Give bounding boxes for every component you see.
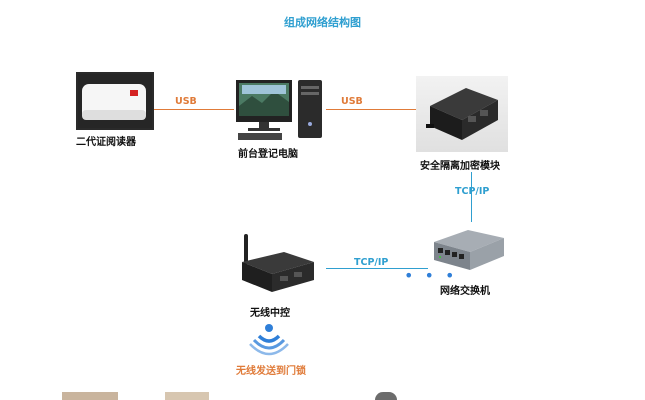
switch-photo xyxy=(428,222,508,278)
usb-label-reader-pc: USB xyxy=(175,96,197,107)
link-dots: • • • xyxy=(404,266,458,285)
id-card-reader-icon xyxy=(78,74,152,128)
desktop-computer-icon xyxy=(236,80,322,140)
id-card-reader-label: 二代证阅读器 xyxy=(76,137,136,148)
tcp-link-controller-switch xyxy=(326,268,428,269)
wifi-icon xyxy=(249,324,289,356)
tcp-link-gateway-switch xyxy=(471,172,472,222)
door-lock-label: 无线发送到门锁 xyxy=(236,366,306,377)
usb-link-pc-gateway xyxy=(326,109,416,110)
tcp-label-gateway-switch: TCP/IP xyxy=(455,186,490,197)
diagram-title: 组成网络结构图 xyxy=(284,16,361,29)
controller-label: 无线中控 xyxy=(250,308,290,319)
pc-label: 前台登记电脑 xyxy=(238,149,298,160)
tcp-label-controller-switch: TCP/IP xyxy=(354,257,389,268)
controller-photo xyxy=(228,228,326,300)
pc-photo xyxy=(234,76,326,142)
network-switch-icon xyxy=(434,230,504,270)
id-card-reader-photo xyxy=(76,72,154,130)
gateway-photo xyxy=(416,76,508,152)
usb-label-pc-gateway: USB xyxy=(341,96,363,107)
partial-photo-2 xyxy=(165,392,209,400)
gateway-label: 安全隔离加密模块 xyxy=(420,161,500,172)
usb-link-reader-pc xyxy=(154,109,234,110)
partial-photo-3 xyxy=(375,392,397,400)
gateway-box-icon xyxy=(426,88,498,140)
switch-label: 网络交换机 xyxy=(440,286,490,297)
partial-photo-1 xyxy=(62,392,118,400)
wireless-controller-icon xyxy=(242,234,314,292)
